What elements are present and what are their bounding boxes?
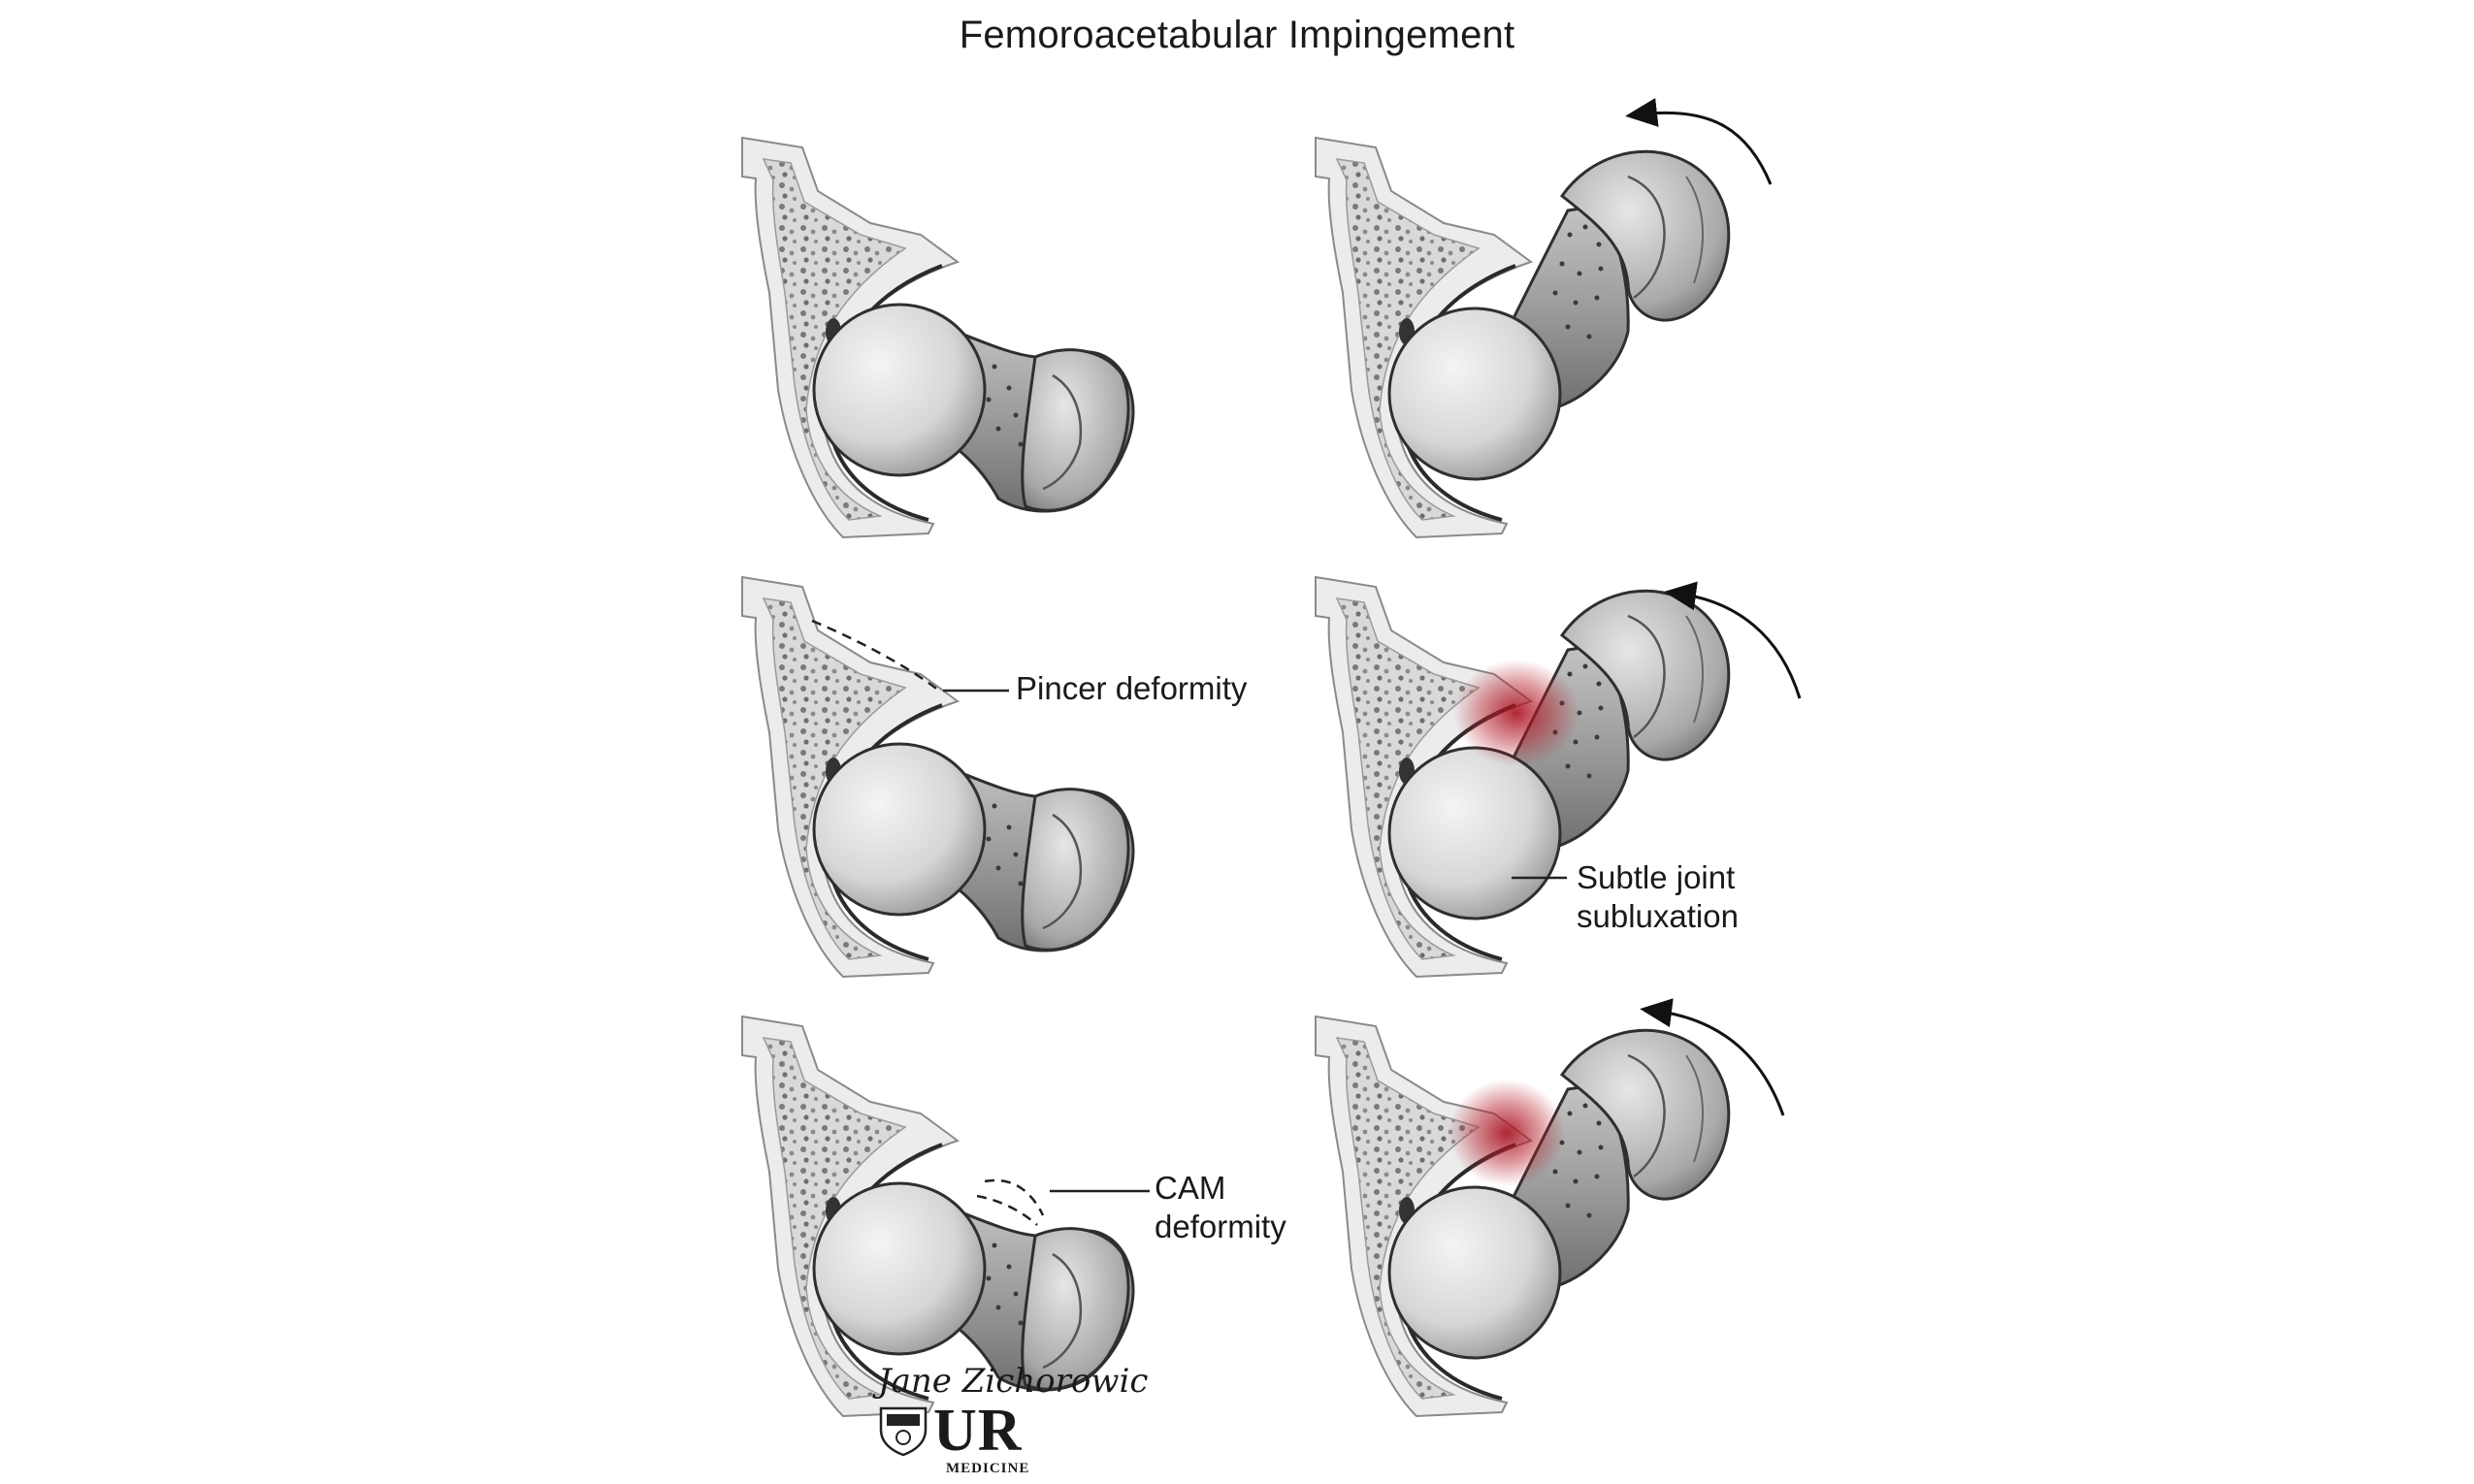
subtle-joint-subluxation-label: Subtle joint subluxation [1577, 859, 1739, 934]
figure-title: Femoroacetabular Impingement [959, 14, 1515, 56]
panel-pincer-flexed [1314, 575, 1731, 979]
ur-medicine-logo: UR [933, 1398, 1023, 1464]
rotation-arrow [1664, 581, 1802, 699]
pincer-deformity-label: Pincer deformity [1016, 670, 1248, 706]
panel-normal-neutral [740, 136, 1135, 539]
cam-deformity-label: CAM deformity [1155, 1170, 1286, 1244]
panel-pincer-neutral [740, 575, 1135, 979]
ur-medicine-shield-icon [879, 1406, 928, 1457]
rotation-arrow [1625, 98, 1773, 185]
panel-cam-neutral [740, 1015, 1135, 1418]
panel-normal-flexed [1314, 136, 1731, 539]
artist-signature: Jane Zichorowic [878, 1362, 1149, 1401]
panel-cam-flexed [1314, 1015, 1731, 1418]
ur-medicine-logo-subtext: MEDICINE [946, 1461, 1030, 1476]
rotation-arrow [1640, 998, 1785, 1116]
